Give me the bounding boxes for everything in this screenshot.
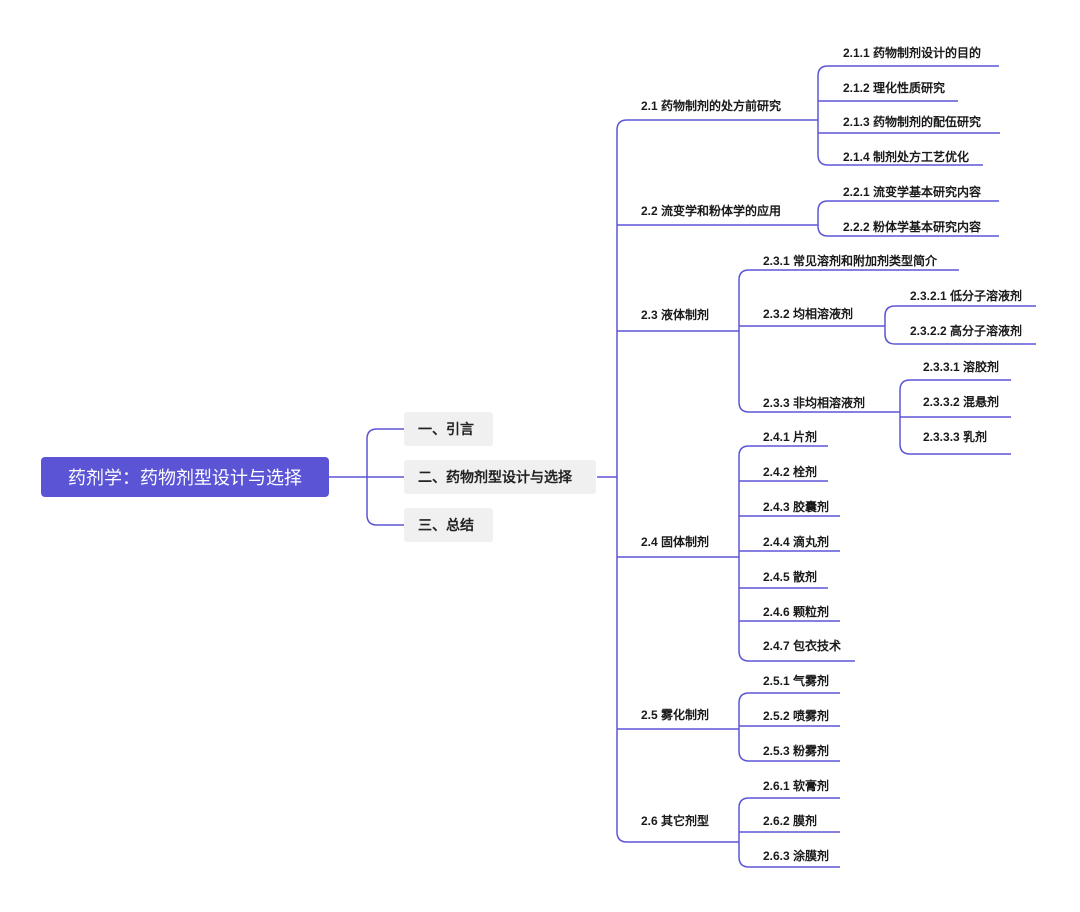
topic-2-6-3[interactable]: 2.6.3 涂膜剂 (763, 849, 830, 863)
topic-2-4-2[interactable]: 2.4.2 栓剂 (763, 465, 818, 479)
topic-2-4-7[interactable]: 2.4.7 包衣技术 (763, 639, 842, 653)
section-2-1[interactable]: 2.1 药物制剂的处方前研究 (641, 99, 782, 113)
topic-2-3-3[interactable]: 2.3.3 非均相溶液剂 (763, 396, 866, 410)
central-topic[interactable]: 药剂学：药物剂型设计与选择 (41, 457, 329, 497)
topic-2-5-1[interactable]: 2.5.1 气雾剂 (763, 674, 830, 688)
topic-2-6-1[interactable]: 2.6.1 软膏剂 (763, 779, 830, 793)
topic-2-2-2[interactable]: 2.2.2 粉体学基本研究内容 (843, 220, 982, 234)
topic-2-3-3-3[interactable]: 2.3.3.3 乳剂 (923, 430, 988, 444)
topic-2-4-6[interactable]: 2.4.6 颗粒剂 (763, 605, 830, 619)
topic-2-5-3[interactable]: 2.5.3 粉雾剂 (763, 744, 830, 758)
topic-2-3-2-2[interactable]: 2.3.2.2 高分子溶液剂 (910, 324, 1023, 338)
topic-2-1-4[interactable]: 2.1.4 制剂处方工艺优化 (843, 150, 970, 164)
topic-2-4-5[interactable]: 2.4.5 散剂 (763, 570, 818, 584)
topic-2-4-3[interactable]: 2.4.3 胶囊剂 (763, 500, 830, 514)
topic-2-3-2[interactable]: 2.3.2 均相溶液剂 (763, 307, 854, 321)
topic-2-6-2[interactable]: 2.6.2 膜剂 (763, 814, 818, 828)
topic-2-2-1[interactable]: 2.2.1 流变学基本研究内容 (843, 185, 982, 199)
section-2-5[interactable]: 2.5 雾化制剂 (641, 708, 710, 722)
section-2-2[interactable]: 2.2 流变学和粉体学的应用 (641, 204, 782, 218)
topic-dosage-form-design[interactable]: 二、药物剂型设计与选择 (404, 460, 596, 494)
topic-2-3-3-2[interactable]: 2.3.3.2 混悬剂 (923, 395, 1000, 409)
topic-2-1-1[interactable]: 2.1.1 药物制剂设计的目的 (843, 46, 982, 60)
topic-2-4-1[interactable]: 2.4.1 片剂 (763, 430, 818, 444)
topic-introduction[interactable]: 一、引言 (404, 412, 493, 446)
section-2-6[interactable]: 2.6 其它剂型 (641, 814, 710, 828)
topic-2-1-2[interactable]: 2.1.2 理化性质研究 (843, 81, 946, 95)
topic-2-3-2-1[interactable]: 2.3.2.1 低分子溶液剂 (910, 289, 1023, 303)
topic-2-5-2[interactable]: 2.5.2 喷雾剂 (763, 709, 830, 723)
topic-2-3-3-1[interactable]: 2.3.3.1 溶胶剂 (923, 360, 1000, 374)
topic-2-1-3[interactable]: 2.1.3 药物制剂的配伍研究 (843, 115, 982, 129)
topic-2-4-4[interactable]: 2.4.4 滴丸剂 (763, 535, 830, 549)
topic-2-3-1[interactable]: 2.3.1 常见溶剂和附加剂类型简介 (763, 254, 938, 268)
section-2-3[interactable]: 2.3 液体制剂 (641, 308, 710, 322)
topic-summary[interactable]: 三、总结 (404, 508, 493, 542)
section-2-4[interactable]: 2.4 固体制剂 (641, 535, 710, 549)
